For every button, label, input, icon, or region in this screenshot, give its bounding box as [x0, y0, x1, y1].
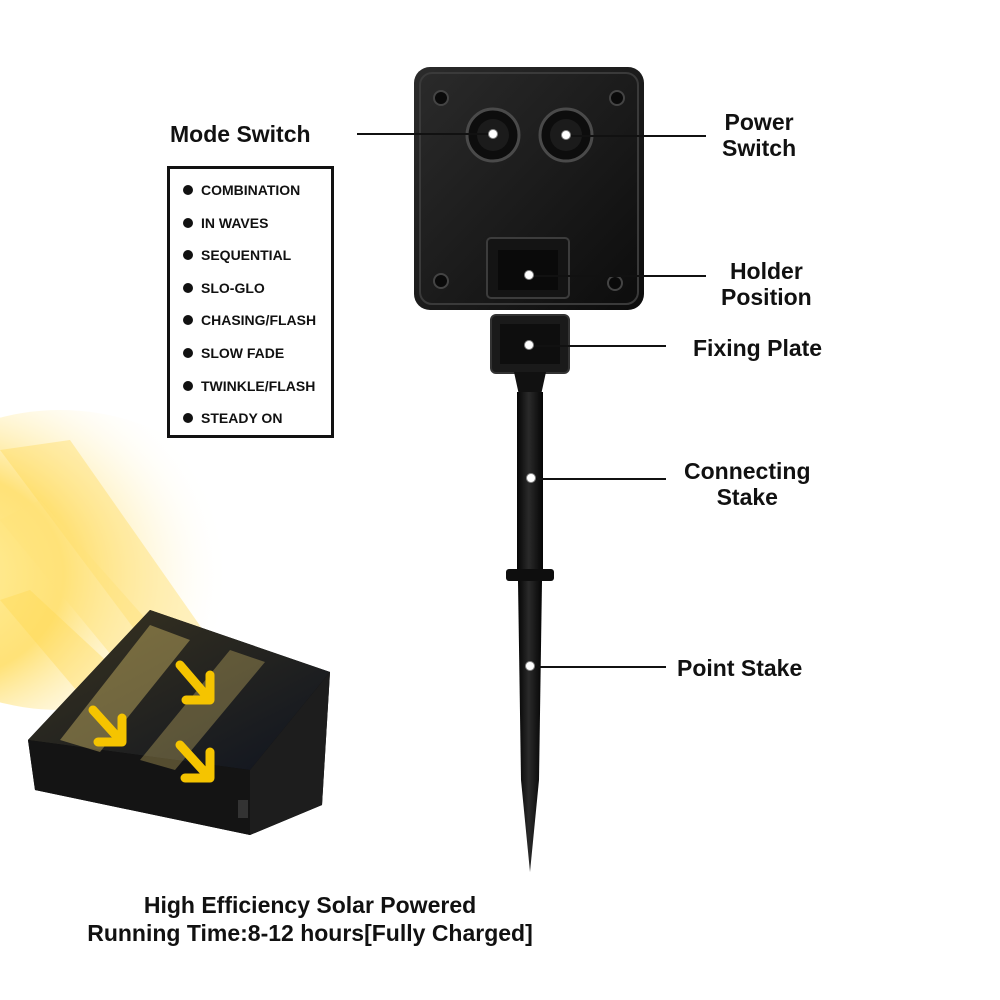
- list-item: STEADY ON: [183, 407, 331, 440]
- leader-fixing-plate: [530, 345, 666, 347]
- marker-dot: [524, 270, 534, 280]
- label-mode-switch: Mode Switch: [170, 121, 311, 147]
- arrow-down-right-icon: [175, 740, 215, 783]
- leader-point-stake: [530, 666, 666, 668]
- marker-dot: [488, 129, 498, 139]
- marker-dot: [524, 340, 534, 350]
- bullet-icon: [183, 282, 193, 293]
- marker-dot: [526, 473, 536, 483]
- screw-icon: [607, 275, 623, 291]
- bullet-icon: [183, 380, 193, 391]
- label-holder-position: Holder Position: [721, 258, 812, 310]
- caption-line-2: Running Time:8-12 hours[Fully Charged]: [87, 920, 533, 946]
- list-item: TWINKLE/FLASH: [183, 375, 331, 408]
- bullet-icon: [183, 185, 193, 195]
- connecting-stake-graphic: [506, 372, 554, 581]
- screw-icon: [609, 90, 625, 106]
- label-power-switch: Power Switch: [722, 109, 797, 161]
- bullet-icon: [183, 217, 193, 228]
- list-item: CHASING/FLASH: [183, 309, 331, 342]
- leader-holder-position: [530, 275, 706, 277]
- list-item: COMBINATION: [183, 179, 331, 212]
- bullet-icon: [183, 250, 193, 261]
- point-stake-graphic: [518, 581, 542, 872]
- screw-icon: [433, 273, 449, 289]
- label-connecting-stake: Connecting Stake: [684, 458, 811, 510]
- label-point-stake: Point Stake: [677, 655, 803, 681]
- list-item: IN WAVES: [183, 212, 331, 245]
- bullet-icon: [183, 315, 193, 326]
- screw-icon: [433, 90, 449, 106]
- leader-power-switch: [566, 135, 706, 137]
- marker-dot: [525, 661, 535, 671]
- marker-dot: [561, 130, 571, 140]
- mode-list: COMBINATION IN WAVES SEQUENTIAL SLO-GLO …: [170, 169, 331, 440]
- arrow-down-right-icon: [88, 705, 127, 747]
- bullet-icon: [183, 413, 193, 424]
- arrow-down-right-icon: [175, 660, 215, 705]
- label-fixing-plate: Fixing Plate: [693, 335, 823, 361]
- bullet-icon: [183, 347, 193, 358]
- mode-list-box: COMBINATION IN WAVES SEQUENTIAL SLO-GLO …: [167, 166, 334, 438]
- list-item: SEQUENTIAL: [183, 244, 331, 277]
- leader-mode-switch: [357, 133, 494, 135]
- caption-line-1: High Efficiency Solar Powered: [143, 892, 477, 918]
- list-item: SLO-GLO: [183, 277, 331, 310]
- solar-panel-unit: [28, 610, 330, 835]
- leader-connecting-stake: [531, 478, 666, 480]
- list-item: SLOW FADE: [183, 342, 331, 375]
